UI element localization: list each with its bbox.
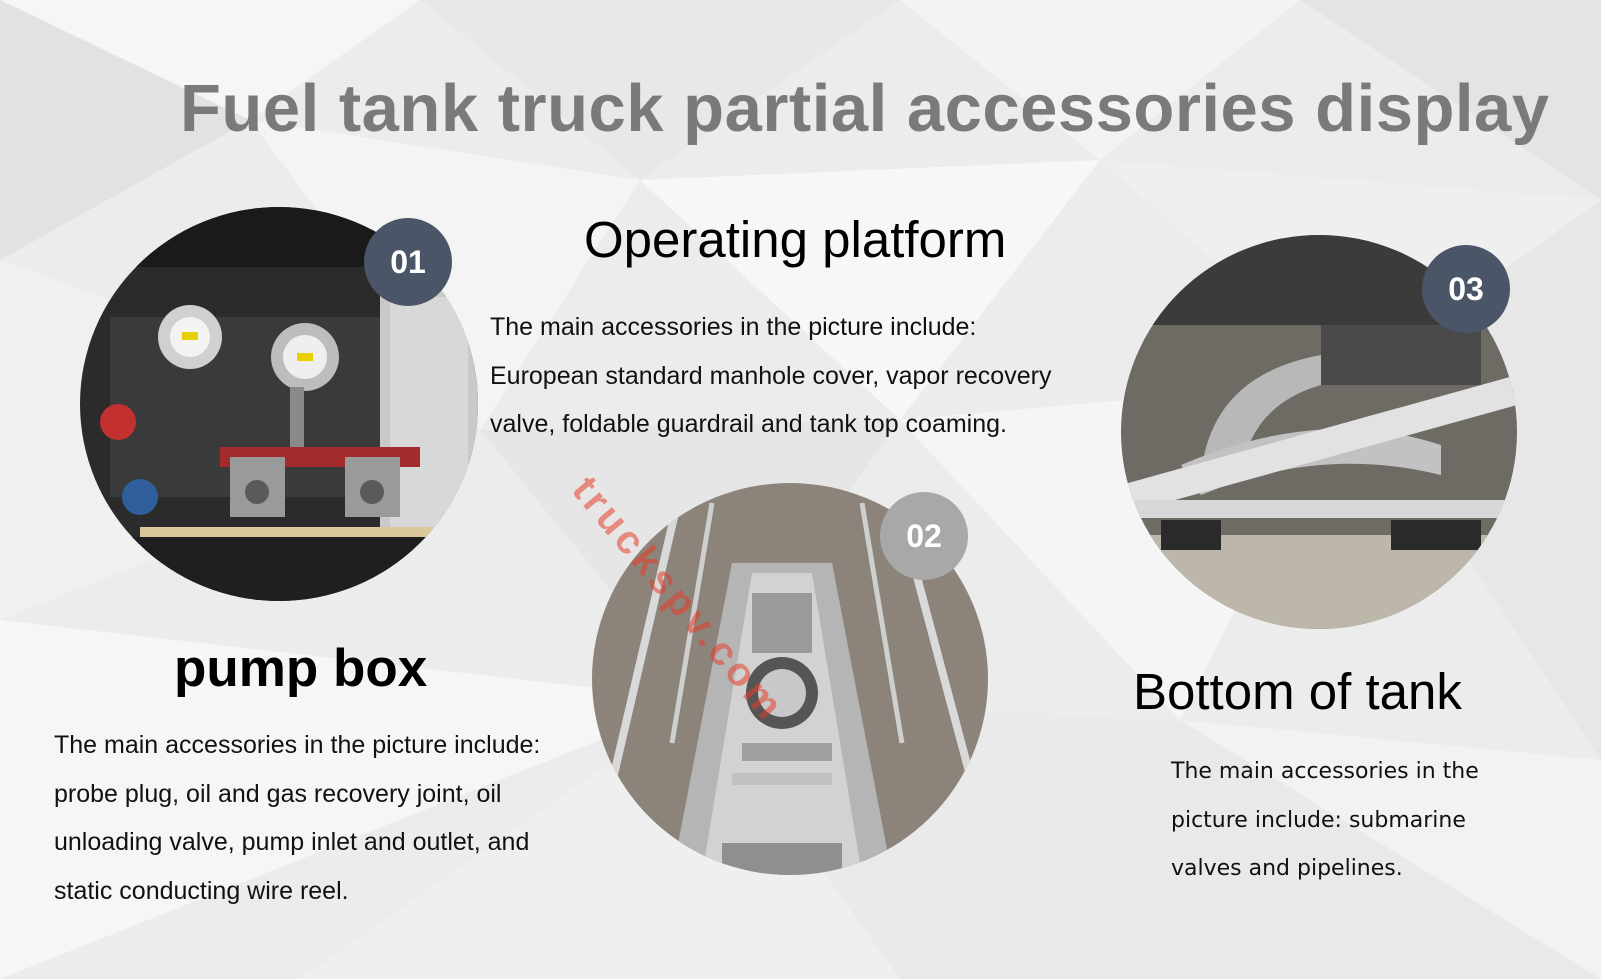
description-line: valves and pipelines. bbox=[1171, 856, 1403, 881]
operating-platform-description: The main accessories in the picture incl… bbox=[490, 303, 1051, 449]
description-line: The main accessories in the picture incl… bbox=[490, 313, 977, 341]
description-line: valve, foldable guardrail and tank top c… bbox=[490, 410, 1007, 438]
description-line: static conducting wire reel. bbox=[54, 876, 349, 905]
badge-03: 03 bbox=[1422, 245, 1510, 333]
description-line: The main accessories in the bbox=[1171, 759, 1479, 784]
pump-box-description: The main accessories in the picture incl… bbox=[54, 721, 540, 915]
badge-02: 02 bbox=[880, 492, 968, 580]
bottom-of-tank-description: The main accessories in the picture incl… bbox=[1171, 748, 1479, 894]
page-title: Fuel tank truck partial accessories disp… bbox=[180, 71, 1550, 146]
operating-platform-heading: Operating platform bbox=[584, 211, 1007, 268]
description-line: unloading valve, pump inlet and outlet, … bbox=[54, 828, 530, 856]
description-line: The main accessories in the picture incl… bbox=[54, 731, 541, 759]
badge-01: 01 bbox=[364, 218, 452, 306]
bottom-of-tank-heading: Bottom of tank bbox=[1133, 663, 1462, 720]
description-line: probe plug, oil and gas recovery joint, … bbox=[54, 779, 502, 808]
description-line: European standard manhole cover, vapor r… bbox=[490, 361, 1052, 390]
description-line: picture include: submarine bbox=[1171, 807, 1466, 833]
pump-box-heading: pump box bbox=[174, 639, 428, 698]
